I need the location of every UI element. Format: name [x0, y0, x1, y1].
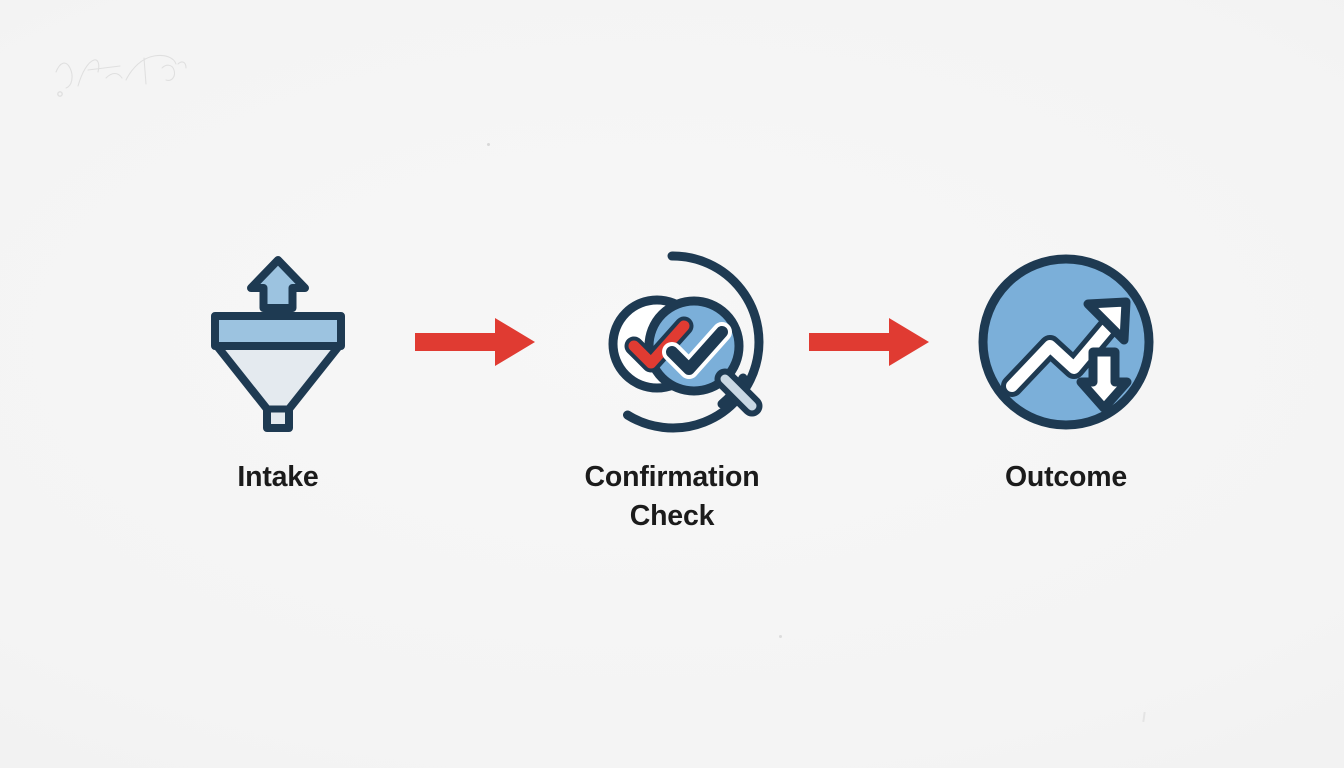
background-speck [487, 143, 490, 146]
outcome-icon-wrap [970, 246, 1162, 438]
confirmation-icon-wrap [572, 246, 772, 438]
trend-up-down-arrows-circle-icon [978, 254, 1154, 430]
stage-outcome[interactable]: Outcome [935, 246, 1197, 497]
connector-2 [803, 246, 935, 438]
arrow-right-icon [415, 318, 535, 366]
background-speck [779, 635, 782, 638]
arrow-right-icon [809, 318, 929, 366]
stage-intake[interactable]: Intake [147, 246, 409, 497]
intake-icon-wrap [193, 246, 363, 438]
stage-label-confirmation-check: Confirmation Check [585, 458, 760, 537]
stage-confirmation-check[interactable]: Confirmation Check [541, 246, 803, 537]
connector-1 [409, 246, 541, 438]
funnel-up-arrow-icon [211, 256, 345, 432]
stage-label-intake: Intake [237, 461, 319, 493]
stage-label-outcome: Outcome [1004, 461, 1128, 493]
magnifier-double-check-icon [608, 251, 764, 433]
stage-label-line-1: Confirmation [584, 461, 760, 493]
stage-label-line-2: Check [629, 500, 715, 533]
